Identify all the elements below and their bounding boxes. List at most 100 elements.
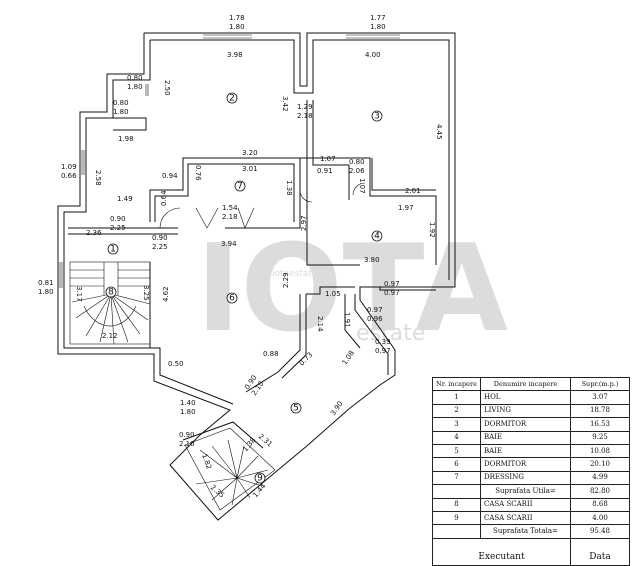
dimension-label: 4.45 xyxy=(435,124,443,140)
row-nr: 2 xyxy=(432,403,481,419)
dimension-label: 2.97 xyxy=(300,215,308,231)
dimension-label: 0.50 xyxy=(168,360,184,368)
dimension-label: 0.90 xyxy=(179,431,195,439)
row-area: 8.68 xyxy=(570,497,630,512)
watermark-sub: estate xyxy=(356,321,425,346)
dimension-label: 2.06 xyxy=(349,167,365,175)
dimension-label: 0.80 xyxy=(349,158,365,166)
row-nr: 7 xyxy=(432,470,481,486)
dimension-label: 1.80 xyxy=(180,408,196,416)
dimension-label: 1.38 xyxy=(241,436,257,453)
watermark-site: iotaestate.ro xyxy=(272,269,330,279)
dimension-label: 3.94 xyxy=(221,240,237,248)
row-nr: 9 xyxy=(432,510,481,526)
dimension-label: 2.25 xyxy=(152,243,168,251)
dimension-label: 1.80 xyxy=(38,288,54,296)
dimension-label: 1.44 xyxy=(251,482,267,500)
total-label: Suprafata Totala= xyxy=(479,524,572,539)
dimension-label: 2.50 xyxy=(163,80,171,96)
dimension-label: 2.58 xyxy=(94,170,102,186)
room-labels: 2 3 7 4 1 6 8 5 9 xyxy=(105,92,383,484)
dimension-label: 1.97 xyxy=(398,204,414,212)
dimension-label: 3.42 xyxy=(281,96,289,112)
room-5-label: 5 xyxy=(293,404,299,414)
dimension-label: 4.00 xyxy=(365,51,381,59)
outer-walls xyxy=(57,32,456,521)
dimension-label: 0.97 xyxy=(384,280,400,288)
room-9-label: 9 xyxy=(257,474,263,484)
subtotal-label: Suprafata Utila= xyxy=(479,484,572,499)
total-row: Suprafata Totala=95.48 xyxy=(432,524,630,539)
row-nr: 5 xyxy=(432,443,481,459)
room-3-label: 3 xyxy=(374,112,380,122)
dimension-label: 2.31 xyxy=(257,432,274,448)
row-nr: 1 xyxy=(432,390,481,405)
dimension-label: 2.18 xyxy=(222,213,238,221)
row-nr: 4 xyxy=(432,430,481,445)
dimension-label: 0.88 xyxy=(263,350,279,358)
row-area: 3.07 xyxy=(570,390,630,405)
dimension-label: 1.80 xyxy=(370,23,386,31)
dimension-label: 0.97 xyxy=(384,289,400,297)
dimension-label: 1.82 xyxy=(200,453,213,470)
dimension-label: 2.36 xyxy=(86,229,102,237)
dimension-label: 0.96 xyxy=(367,315,383,323)
stairs-9 xyxy=(184,427,276,511)
dimension-label: 2.35 xyxy=(209,483,226,499)
dimension-label: 0.64 xyxy=(160,190,168,206)
dimension-label: 0.90 xyxy=(152,234,168,242)
dimension-label: 1.80 xyxy=(127,83,143,91)
dimension-label: 0.91 xyxy=(317,167,333,175)
dimension-label: 1.07 xyxy=(320,155,336,163)
dimension-label: 1.80 xyxy=(113,108,129,116)
doors xyxy=(159,182,366,229)
watermark-logo: IOTA xyxy=(196,220,508,359)
row-name: LIVING xyxy=(479,403,572,419)
row-name: HOL xyxy=(479,390,572,405)
table-header-row: Nr. incapere Denumire incapere Supr.(m.p… xyxy=(432,376,630,392)
col-header-name: Denumire incapere xyxy=(479,376,572,392)
dimension-label: 0.90 xyxy=(110,215,126,223)
dimension-label: 0.97 xyxy=(375,347,391,355)
dimension-label: 2.29 xyxy=(282,272,290,288)
dimension-label: 2.25 xyxy=(110,224,126,232)
room-6-label: 6 xyxy=(229,294,235,304)
row-name: BAIE xyxy=(479,443,572,459)
row-nr: 3 xyxy=(432,417,481,432)
watermark: IOTA estate iotaestate.ro xyxy=(196,220,508,359)
dimension-label: 1.38 xyxy=(285,180,293,196)
dimension-label: 0.80 xyxy=(113,99,129,107)
dimension-label: 3.01 xyxy=(242,165,258,173)
dimension-label: 2.12 xyxy=(102,332,118,340)
dimension-label: 1.92 xyxy=(428,222,436,238)
row-nr: 8 xyxy=(432,497,481,512)
executant-label: Executant xyxy=(432,537,571,566)
row-area: 18.78 xyxy=(570,403,630,419)
room-8-label: 8 xyxy=(108,288,114,298)
dimension-label: 0.66 xyxy=(61,172,77,180)
dimension-label: 3.98 xyxy=(227,51,243,59)
dimension-label: 1.09 xyxy=(61,163,77,171)
dimension-label: 0.39 xyxy=(375,338,391,346)
total-value: 95.48 xyxy=(570,524,630,539)
dimension-label: 3.25 xyxy=(142,285,150,301)
dimension-label: 1.05 xyxy=(325,290,341,298)
dimension-label: 2.10 xyxy=(179,440,195,448)
subtotal-value: 82.80 xyxy=(570,484,630,499)
dimension-label: 0.97 xyxy=(367,306,383,314)
rooms-area-table: Nr. incapere Denumire incapere Supr.(m.p… xyxy=(432,376,630,566)
room-2-label: 2 xyxy=(229,94,235,104)
subtotal-row: Suprafata Utila=82.80 xyxy=(432,484,630,499)
dimension-label: 3.17 xyxy=(75,286,83,302)
row-nr: 6 xyxy=(432,457,481,472)
row-name: DRESSING xyxy=(479,470,572,486)
